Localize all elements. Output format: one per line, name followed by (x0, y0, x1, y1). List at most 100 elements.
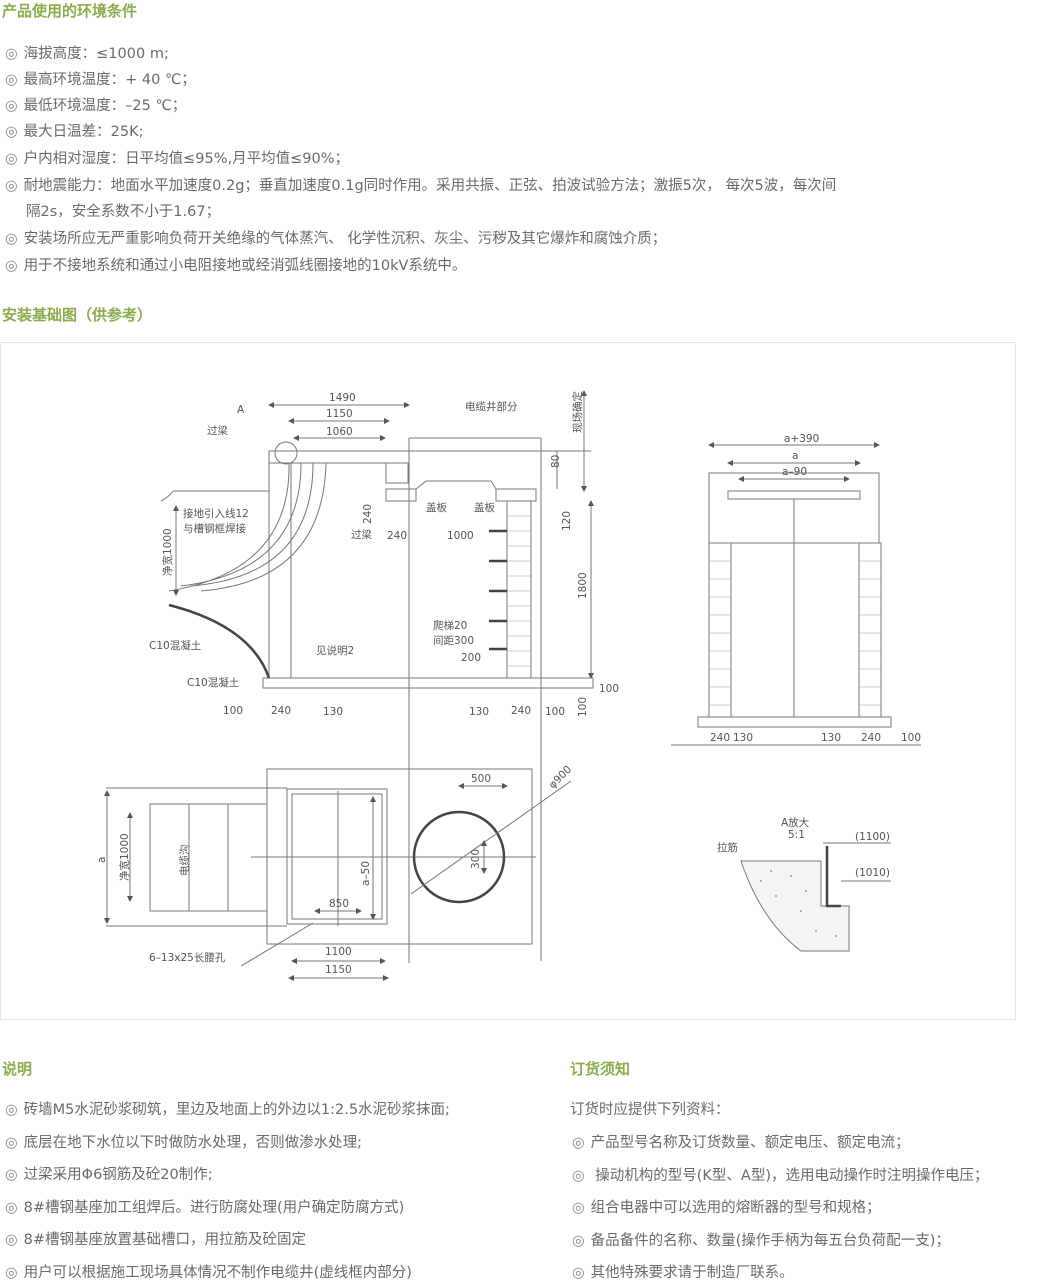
label-see-note-2: 见说明2 (316, 644, 354, 657)
dim-r100: 100 (599, 683, 619, 695)
bullet-icon: ◎ (572, 1265, 585, 1281)
env-item: ◎ 最高环境温度：+ 40 ℃； (5, 71, 196, 89)
note-item: ◎ 砖墙M5水泥砂浆砌筑，里边及地面上的外边以1:2.5水泥砂浆抹面; (5, 1101, 450, 1119)
list-item-text: 备品备件的名称、数量(操作手柄为每五台负荷配一支)； (590, 1232, 950, 1249)
bullet-icon: ◎ (5, 1199, 18, 1216)
label-c10-b: C10混凝土 (187, 676, 239, 689)
note-item: ◎过梁采用Φ6钢筋及砼20制作; (5, 1166, 213, 1184)
label-net-width: 净宽1000 (161, 528, 174, 576)
dim-1100: 1100 (325, 946, 352, 958)
dim-a390: a+390 (784, 433, 819, 445)
section-view: 1490 1150 1060 A 过梁 电缆井部分 现场确定 80 120 18… (149, 390, 619, 963)
env-item: ◎最大日温差：25K; (5, 123, 144, 141)
label-site: 现场确定 (571, 391, 584, 433)
env-item: ◎ 户内相对湿度：日平均值≤95%,月平均值≤90%； (5, 150, 349, 168)
list-item-text: 耐地震能力：地面水平加速度0.2g；垂直加速度0.1g同时作用。采用共振、正弦、… (23, 178, 837, 194)
label-beam-2: 过梁 (351, 528, 372, 541)
list-item-text: 最高环境温度：+ 40 ℃； (23, 72, 196, 88)
label-ground-2: 与槽钢框焊接 (183, 522, 246, 535)
order-item: ◎ 备品备件的名称、数量(操作手柄为每五台负荷配一支)； (572, 1232, 950, 1250)
dim-80: 80 (550, 455, 562, 468)
bullet-icon: ◎ (5, 1102, 18, 1118)
list-item-text: 操动机构的型号(K型、A型)，选用电动操作时注明操作电压； (590, 1167, 989, 1184)
label-detail-a: A放大 (781, 816, 810, 829)
bullet-icon: ◎ (5, 1264, 18, 1281)
bullet-icon: ◎ (5, 151, 18, 167)
label-a: A (237, 404, 245, 416)
list-item-text: 用户可以根据施工现场具体情况不制作电缆井(虚线框内部分) (23, 1264, 412, 1281)
list-item-text: 最大日温差：25K; (23, 124, 144, 140)
dim-a50: a–50 (360, 861, 372, 886)
label-cover-1: 盖板 (426, 501, 447, 514)
note-item: ◎ 底层在地下水位以下时做防水处理，否则做渗水处理; (5, 1134, 362, 1152)
list-item-text: 8#槽钢基座加工组焊后。进行防腐处理(用户确定防腐方式) (23, 1199, 405, 1216)
bullet-icon: ◎ (5, 1232, 18, 1248)
dim-s240: 240 (710, 732, 730, 744)
label-tie-bar: 拉筋 (717, 841, 738, 854)
list-item-text: 户内相对湿度：日平均值≤95%,月平均值≤90%； (23, 151, 350, 167)
dim-1490: 1490 (329, 392, 356, 404)
list-item-text: 最低环境温度：–25 ℃； (23, 98, 187, 114)
order-title: 订货须知 (570, 1060, 631, 1078)
list-item-text: 隔2s，安全系数不小于1.67； (26, 204, 221, 220)
order-item: ◎ 产品型号名称及订货数量、额定电压、额定电流； (572, 1134, 910, 1152)
front-view: a+390 a a–90 240 130 130 240 100 (671, 433, 921, 746)
detail-a: A放大 5:1 拉筋 (1100) (1010) (717, 816, 891, 952)
dim-1000: 1000 (447, 530, 474, 542)
bullet-icon: ◎ (572, 1135, 585, 1151)
bullet-icon: ◎ (5, 98, 18, 114)
dim-s100: 100 (901, 732, 921, 744)
note-item: ◎ 8#槽钢基座加工组焊后。进行防腐处理(用户确定防腐方式) (5, 1199, 404, 1217)
order-item: ◎ 组合电器中可以选用的熔断器的型号和规格； (572, 1199, 881, 1217)
dim-b240: 240 (271, 705, 291, 717)
dim-s240-r: 240 (861, 732, 881, 744)
dim-240-v: 240 (362, 504, 374, 524)
list-item-text: 8#槽钢基座放置基础槽口，用拉筋及砼固定 (23, 1232, 307, 1248)
env-item: ◎ 耐地震能力：地面水平加速度0.2g；垂直加速度0.1g同时作用。采用共振、正弦… (5, 177, 836, 195)
order-item: ◎其他特殊要求请于制造厂联系。 (572, 1264, 794, 1282)
label-net-width-b: 净宽1000 (118, 833, 131, 881)
dim-p1100: (1100) (855, 831, 890, 843)
dim-a-v: a (96, 857, 108, 863)
label-c10-a: C10混凝土 (149, 639, 201, 652)
bullet-icon: ◎ (5, 178, 18, 194)
dim-a90: a–90 (782, 466, 807, 478)
label-holes: 6–13x25长腰孔 (149, 951, 226, 964)
dim-a: a (792, 450, 798, 462)
brick-wall (506, 500, 532, 679)
dim-1800: 1800 (577, 572, 589, 599)
dim-1150-b: 1150 (325, 964, 352, 976)
list-item-text: 组合电器中可以选用的熔断器的型号和规格； (590, 1200, 881, 1216)
install-title: 安装基础图（供参考） (2, 306, 153, 324)
dim-b100-r: 100 (545, 706, 565, 718)
dim-200: 200 (461, 652, 481, 664)
list-item-text: 产品型号名称及订货数量、额定电压、额定电流； (590, 1135, 910, 1151)
label-ground: 接地引入线12 (183, 507, 249, 520)
dim-240: 240 (387, 530, 407, 542)
list-item-text: 砖墙M5水泥砂浆砌筑，里边及地面上的外边以1:2.5水泥砂浆抹面; (23, 1102, 450, 1118)
note-item: ◎ 用户可以根据施工现场具体情况不制作电缆井(虚线框内部分) (5, 1264, 412, 1282)
drawing-svg: 1490 1150 1060 A 过梁 电缆井部分 现场确定 80 120 18… (96, 390, 921, 981)
label-cover-2: 盖板 (474, 501, 495, 514)
dim-s130-r: 130 (821, 732, 841, 744)
env-item: 隔2s，安全系数不小于1.67； (26, 203, 220, 221)
dim-b240-r: 240 (511, 705, 531, 717)
dim-120: 120 (561, 511, 573, 531)
label-beam: 过梁 (207, 424, 228, 437)
dim-850: 850 (329, 898, 349, 910)
bullet-icon: ◎ (572, 1232, 585, 1249)
list-item-text: 安装场所应无严重影响负荷开关绝缘的气体蒸汽、 化学性沉积、灰尘、污秽及其它爆炸和… (23, 231, 667, 247)
dim-b130: 130 (323, 706, 343, 718)
bullet-icon: ◎ (5, 72, 18, 88)
env-item: ◎用于不接地系统和通过小电阻接地或经消弧线圈接地的10kV系统中。 (5, 257, 466, 275)
bullet-icon: ◎ (5, 1134, 18, 1151)
list-item-text: 过梁采用Φ6钢筋及砼20制作; (23, 1167, 213, 1183)
order-item: ◎ 操动机构的型号(K型、A型)，选用电动操作时注明操作电压； (572, 1167, 989, 1185)
plan-view: 500 φ900 300 a–50 850 1100 1150 6–13x25长… (96, 764, 574, 981)
env-item: ◎安装场所应无严重影响负荷开关绝缘的气体蒸汽、 化学性沉积、灰尘、污秽及其它爆炸… (5, 230, 666, 248)
dim-b130-r: 130 (469, 706, 489, 718)
env-item: ◎海拔高度：≤1000 m; (5, 45, 169, 63)
bullet-icon: ◎ (572, 1200, 585, 1216)
env-item: ◎ 最低环境温度：–25 ℃； (5, 97, 186, 115)
list-item-text: 底层在地下水位以下时做防水处理，否则做渗水处理; (23, 1134, 363, 1151)
